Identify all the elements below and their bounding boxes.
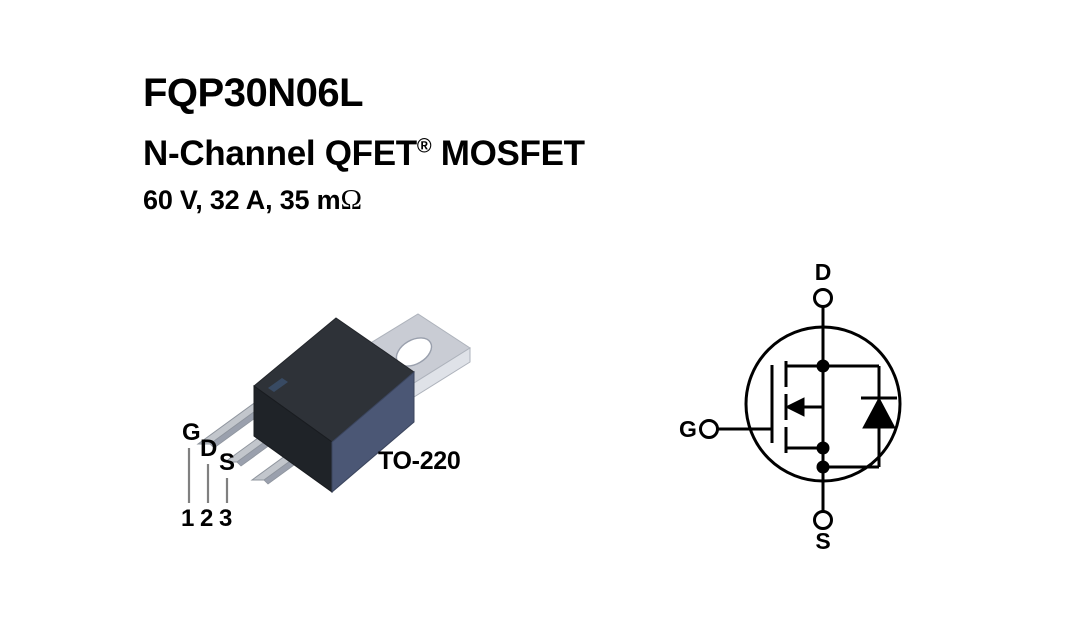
ratings-values: 60 V, 32 A, 35 m — [143, 184, 341, 215]
pin-number-3: 3 — [219, 505, 232, 532]
product-description-prefix: N-Channel QFET — [143, 134, 417, 173]
pin-leader-lines — [187, 448, 229, 503]
junction-dot-source — [816, 441, 830, 455]
package-illustration: G D S 1 2 3 — [150, 296, 510, 556]
ohm-symbol-icon: Ω — [340, 183, 362, 216]
pin-label-g: G — [182, 419, 201, 446]
terminal-node-g — [699, 419, 719, 439]
product-description-suffix: MOSFET — [431, 134, 585, 173]
body-arrow-head-icon — [784, 397, 805, 417]
terminal-node-s — [813, 510, 833, 530]
terminal-label-s: S — [815, 528, 830, 554]
page-title-part-number: FQP30N06L — [143, 71, 364, 115]
pin-number-2: 2 — [200, 505, 213, 532]
schematic-symbol: D G — [672, 252, 932, 558]
junction-dot-drain — [816, 359, 830, 373]
package-body — [253, 317, 415, 494]
pin-number-labels: 1 2 3 — [181, 505, 232, 532]
pin-number-1: 1 — [181, 505, 194, 532]
terminal-node-d — [813, 288, 833, 308]
pin-label-d: D — [200, 435, 217, 462]
to220-package-drawing: G D S 1 2 3 — [181, 313, 471, 532]
pin-label-s: S — [219, 449, 235, 476]
registered-trademark-icon: ® — [416, 135, 432, 158]
terminal-label-d: D — [815, 259, 832, 285]
package-type-label: TO-220 — [378, 447, 461, 475]
product-description: N-Channel QFET® MOSFET — [143, 134, 783, 173]
mosfet-symbol-drawing: D G — [679, 259, 902, 554]
terminal-label-g: G — [679, 416, 697, 442]
ratings-summary: 60 V, 32 A, 35 mΩ — [143, 185, 783, 215]
pin-function-labels: G D S — [182, 419, 235, 476]
diode-triangle-icon — [862, 396, 896, 429]
junction-dot-body — [816, 460, 830, 474]
title-block: FQP30N06L N-Channel QFET® MOSFET 60 V, 3… — [143, 72, 783, 215]
